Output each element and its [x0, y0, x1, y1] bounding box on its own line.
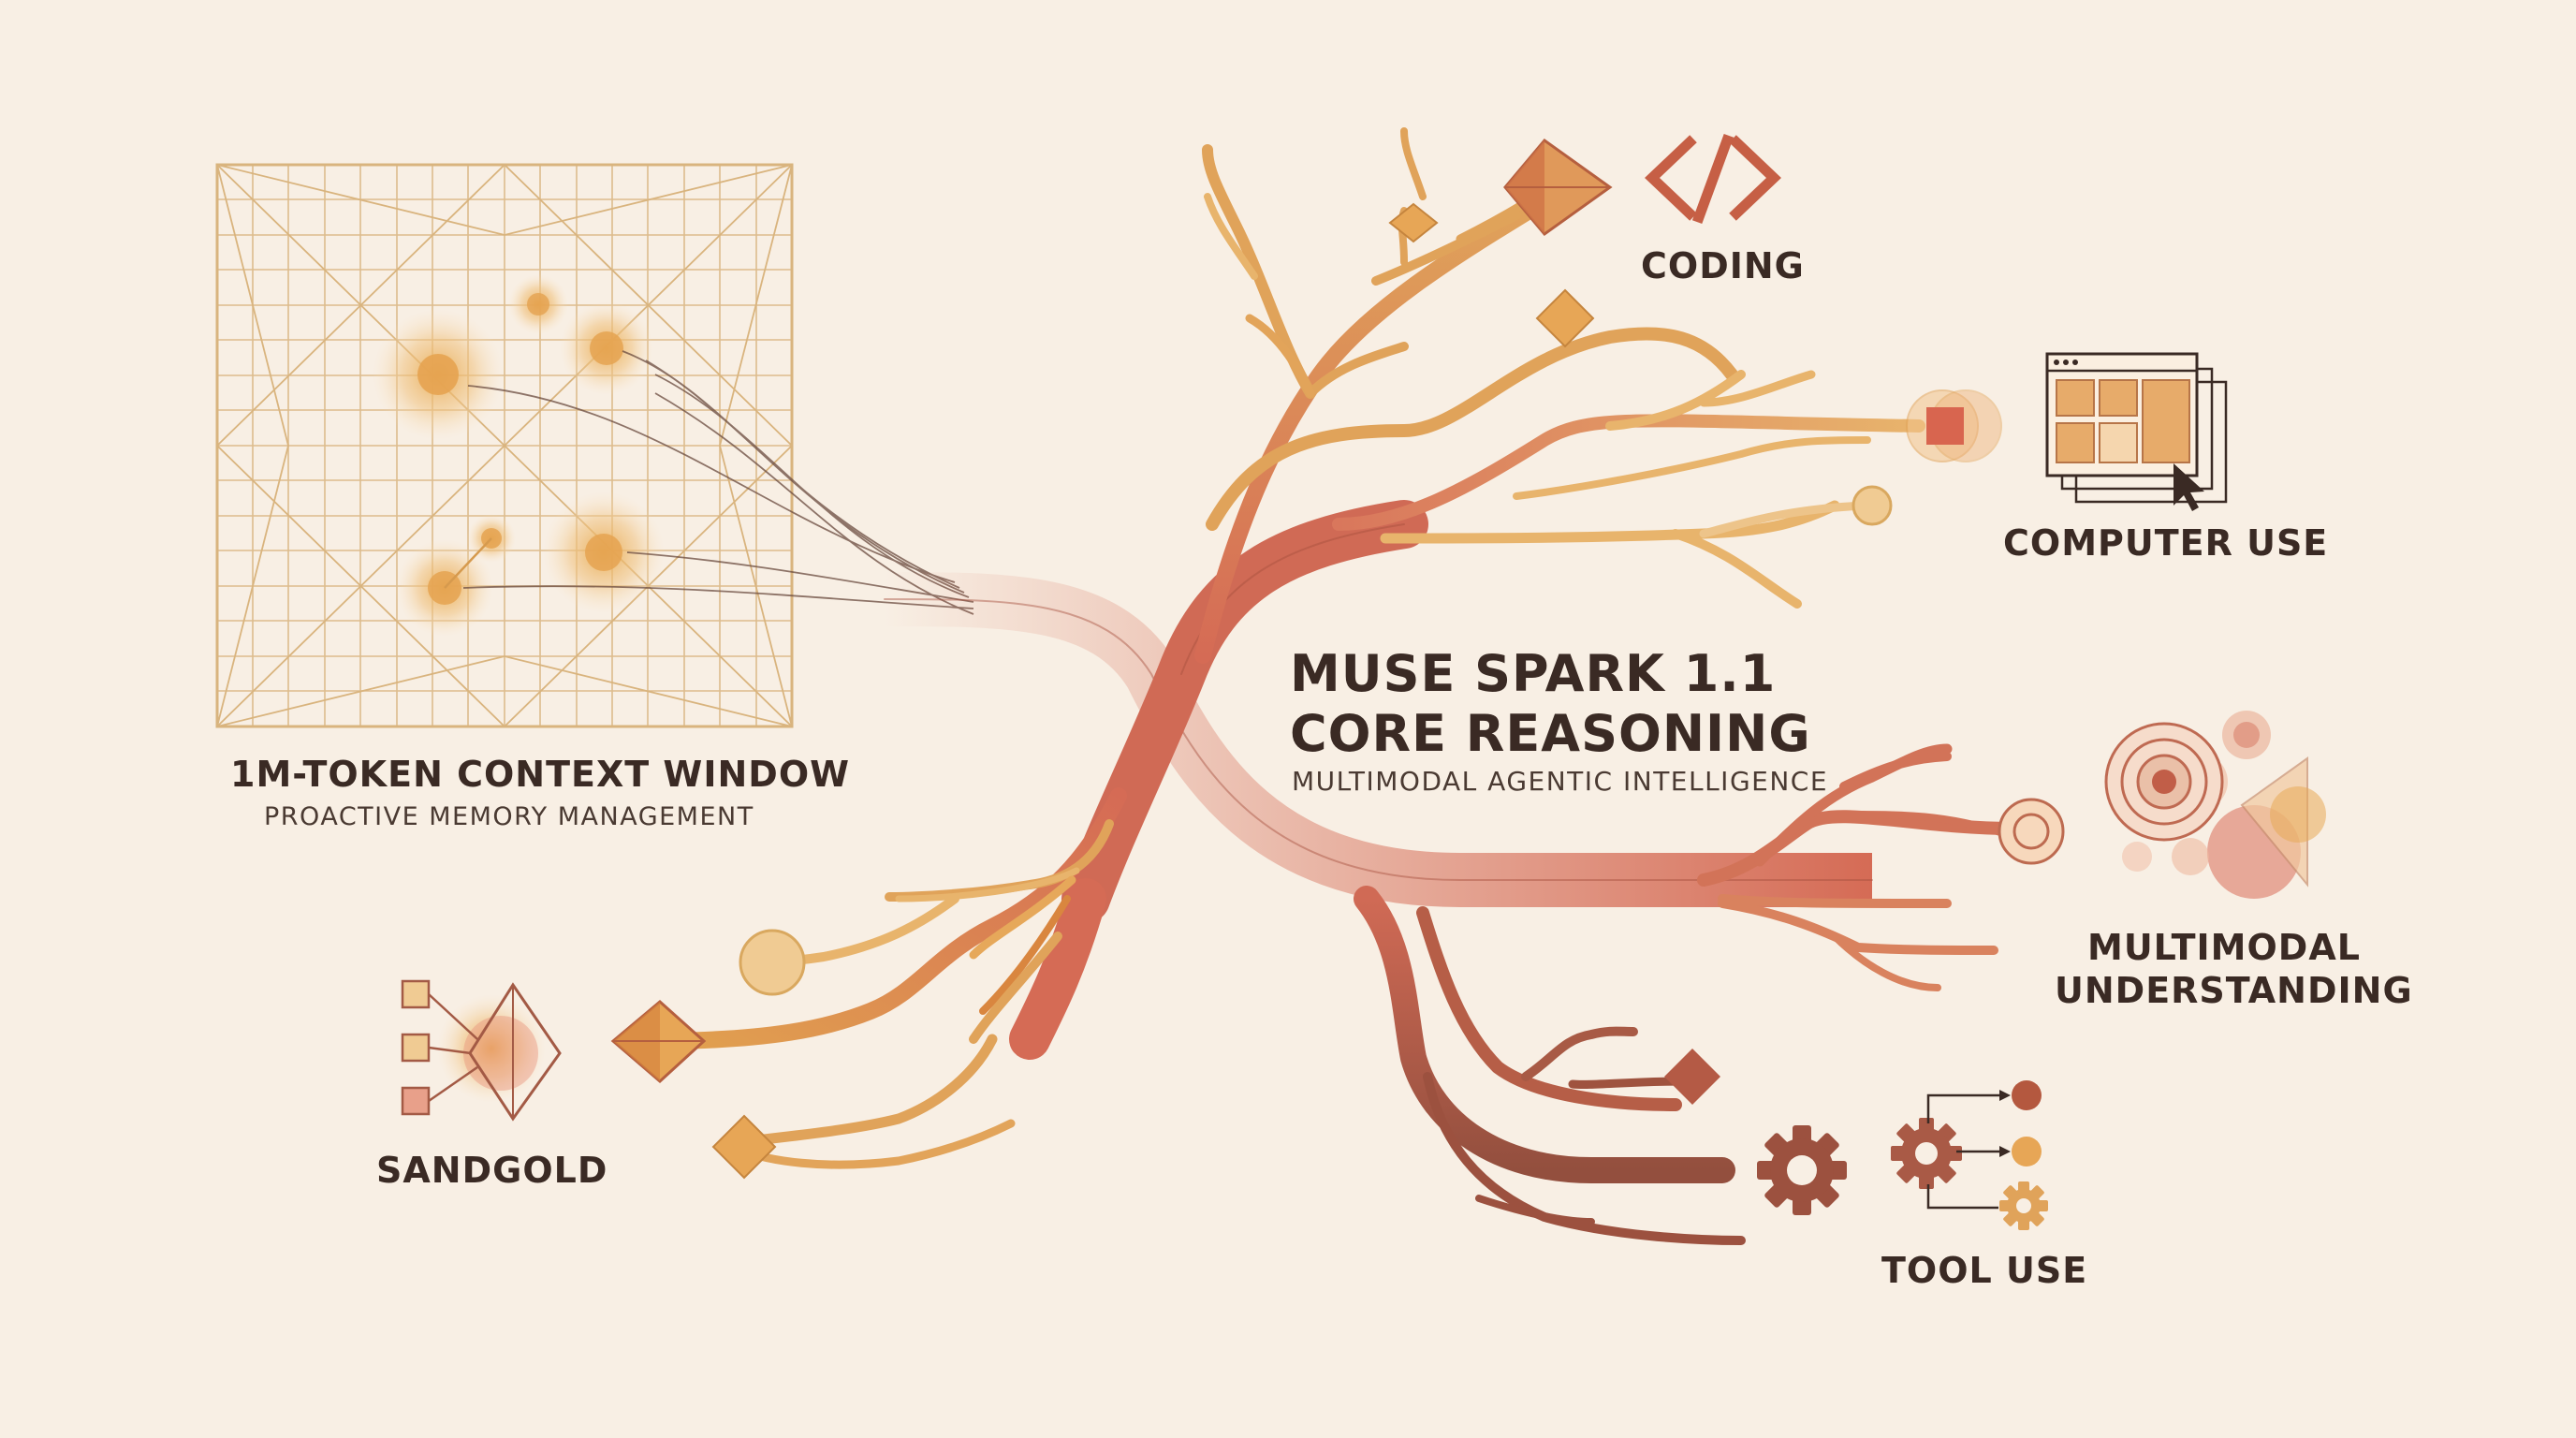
memory-glow-nodes: [373, 274, 665, 637]
sandgold-circle-node-icon: [739, 929, 806, 996]
left-lower-branches: [666, 787, 1127, 1169]
context-window-subtitle: PROACTIVE MEMORY MANAGEMENT: [264, 802, 754, 831]
computer-use-small-node-icon: [1852, 485, 1893, 526]
lower-branches: [1354, 886, 1746, 1245]
diamond-network-icon: [401, 979, 562, 1122]
code-icon: [1645, 133, 1781, 225]
sandgold-small-diamond-icon: [711, 1114, 777, 1180]
sandgold-label: SANDGOLD: [376, 1150, 608, 1191]
context-grid-icon: [215, 163, 794, 728]
tool-use-label: TOOL USE: [1881, 1250, 2088, 1291]
core-trunk: [884, 500, 1873, 1060]
multimodal-label-line2: UNDERSTANDING: [2055, 970, 2413, 1011]
coding-small-diamond-icon: [1388, 202, 1439, 243]
context-window-title: 1M-TOKEN CONTEXT WINDOW: [230, 754, 851, 795]
gear-icon: [1757, 1080, 2048, 1230]
computer-use-label: COMPUTER USE: [2003, 522, 2329, 564]
media-icon: [2104, 711, 2326, 899]
coding-right-diamond-icon: [1535, 288, 1595, 348]
right-branches: [1697, 743, 2019, 991]
multimodal-node-icon: [1998, 798, 2065, 865]
multimodal-label-line1: MULTIMODAL: [2087, 927, 2361, 968]
computer-use-node-icon: [1906, 389, 2002, 462]
core-subtitle: MULTIMODAL AGENTIC INTELLIGENCE: [1292, 766, 1829, 797]
core-title-line2: CORE REASONING: [1290, 704, 1811, 763]
cursor-icon: [2174, 463, 2204, 511]
coding-label: CODING: [1641, 245, 1805, 286]
terminal-shapes: [610, 138, 2065, 1180]
coding-octahedron-icon: [1503, 138, 1613, 237]
window-icon: [2045, 352, 2228, 511]
sandgold-octahedron-icon: [610, 1000, 707, 1084]
tool-use-diamond-icon: [1664, 1049, 1720, 1105]
core-title-line1: MUSE SPARK 1.1: [1290, 644, 1777, 703]
